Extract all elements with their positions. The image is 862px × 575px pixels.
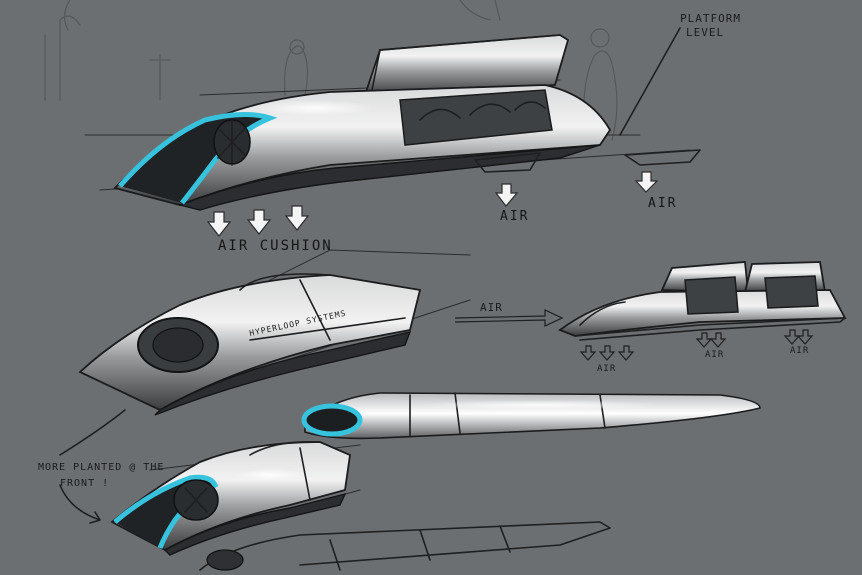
air-small-label-right: AIR — [790, 346, 809, 356]
air-small-label-mid: AIR — [705, 350, 724, 360]
small-pod — [558, 261, 847, 361]
note-line-2: FRONT ! — [60, 478, 109, 489]
platform-level-label-line1: PLATFORM — [680, 12, 741, 25]
air-label-mid: AIR — [500, 209, 529, 224]
air-cushion-label: AIR CUSHION — [218, 238, 333, 254]
air-arrow-label: AIR — [480, 301, 503, 314]
air-label-right: AIR — [648, 196, 677, 211]
platform-level-label-line2: LEVEL — [686, 26, 724, 39]
capsule-pod — [301, 392, 761, 440]
note-line-1: MORE PLANTED @ THE — [38, 462, 164, 473]
main-pod — [84, 27, 701, 211]
air-cushion-arrows — [206, 171, 659, 237]
note-pointers — [59, 409, 126, 524]
side-pod — [78, 249, 471, 416]
air-flow-arrow — [454, 309, 564, 327]
front-pod — [110, 440, 611, 571]
air-small-label-left: AIR — [597, 364, 616, 374]
background-figures — [44, 0, 618, 141]
